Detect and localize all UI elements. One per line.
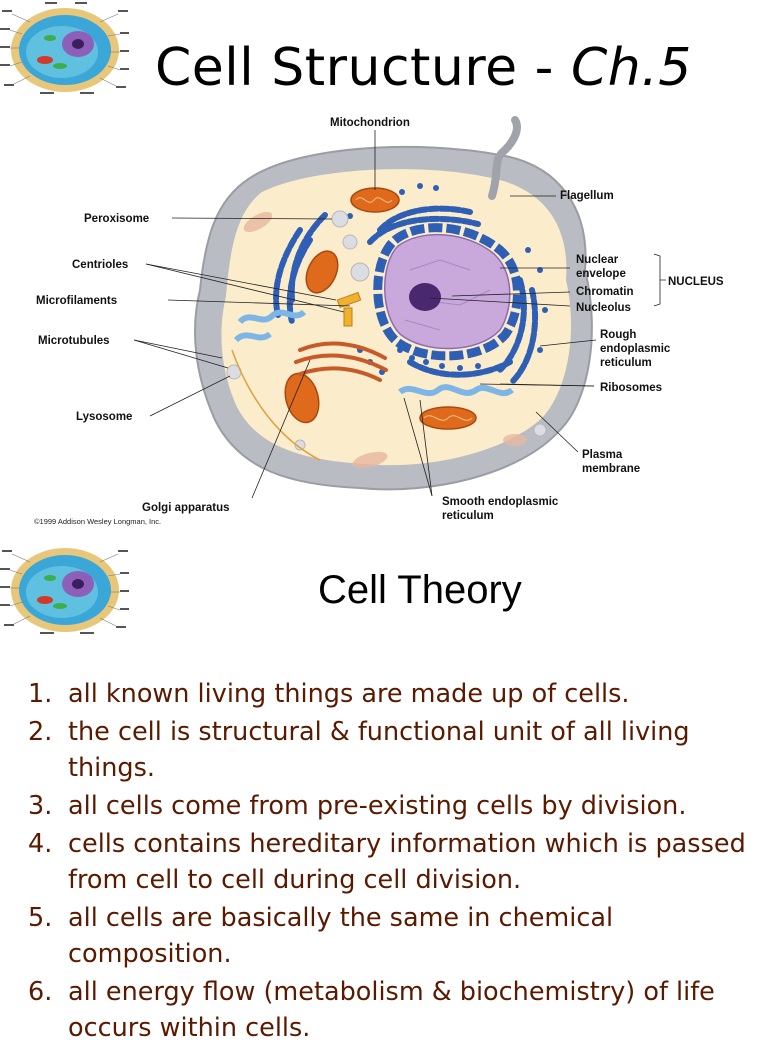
- label-smooth-er-2: reticulum: [442, 510, 494, 522]
- list-item: 5.all cells are basically the same in ch…: [28, 903, 614, 969]
- microfilament-strand: [231, 349, 321, 461]
- slide-cell-structure: Cell Structure - Ch.5: [0, 2, 724, 526]
- label-nucleus: NUCLEUS: [668, 276, 724, 288]
- animal-cell-diagram: Mitochondrion Flagellum Peroxisome Centr…: [34, 116, 724, 526]
- slide-cell-theory: [0, 530, 768, 1024]
- cell-theory-list: 1.all known living things are made up of…: [28, 676, 758, 1048]
- title-chapter-text: Ch.5: [570, 38, 692, 98]
- label-smooth-er-1: Smooth endoplasmic: [442, 496, 559, 508]
- list-item: 4.cells contains hereditary information …: [28, 829, 746, 895]
- label-plasma-2: membrane: [582, 463, 640, 475]
- copyright-text: ©1999 Addison Wesley Longman, Inc.: [34, 517, 161, 526]
- lysosome-shapes: [243, 211, 527, 469]
- label-mitochondrion: Mitochondrion: [330, 117, 410, 129]
- rough-er-shape: [273, 205, 539, 385]
- nucleus-shape: [373, 223, 522, 361]
- cell-theory-title: Cell Theory: [318, 568, 522, 612]
- list-item: 6.all energy flow (metabolism & biochemi…: [28, 977, 715, 1043]
- label-microfilaments: Microfilaments: [36, 295, 117, 307]
- centrioles-shape: [336, 291, 362, 327]
- label-nucleolus: Nucleolus: [576, 302, 631, 314]
- mitochondria-shapes: [284, 187, 477, 430]
- label-centrioles: Centrioles: [72, 259, 128, 271]
- golgi-shape: [294, 341, 388, 382]
- list-item: 3.all cells come from pre-existing cells…: [28, 791, 687, 821]
- smooth-er-shape: [233, 309, 514, 397]
- slide-title: Cell Structure - Ch.5: [155, 38, 692, 98]
- label-nuclear-envelope-2: envelope: [576, 268, 626, 280]
- label-microtubules: Microtubules: [38, 335, 110, 347]
- label-leader-lines: [133, 130, 666, 499]
- list-item: 1.all known living things are made up of…: [28, 679, 630, 709]
- label-rough-er-2: endoplasmic: [600, 343, 671, 355]
- label-rough-er-3: reticulum: [600, 357, 652, 369]
- ribosomes-dots: [347, 183, 548, 375]
- title-main-text: Cell Structure -: [155, 38, 571, 98]
- label-lysosome: Lysosome: [76, 411, 132, 423]
- cell-thumbnail-image-2: [0, 548, 129, 634]
- cell-thumbnail-image: [0, 2, 129, 94]
- list-item: 2.the cell is structural & functional un…: [28, 717, 690, 783]
- vesicles: [226, 210, 547, 451]
- label-golgi: Golgi apparatus: [142, 502, 230, 514]
- label-ribosomes: Ribosomes: [600, 382, 662, 394]
- label-flagellum: Flagellum: [560, 190, 614, 202]
- label-nuclear-envelope-1: Nuclear: [576, 254, 619, 266]
- label-plasma-1: Plasma: [582, 449, 623, 461]
- label-chromatin: Chromatin: [576, 286, 634, 298]
- label-peroxisome: Peroxisome: [84, 213, 149, 225]
- label-rough-er-1: Rough: [600, 329, 636, 341]
- flagellum-shape: [488, 116, 521, 200]
